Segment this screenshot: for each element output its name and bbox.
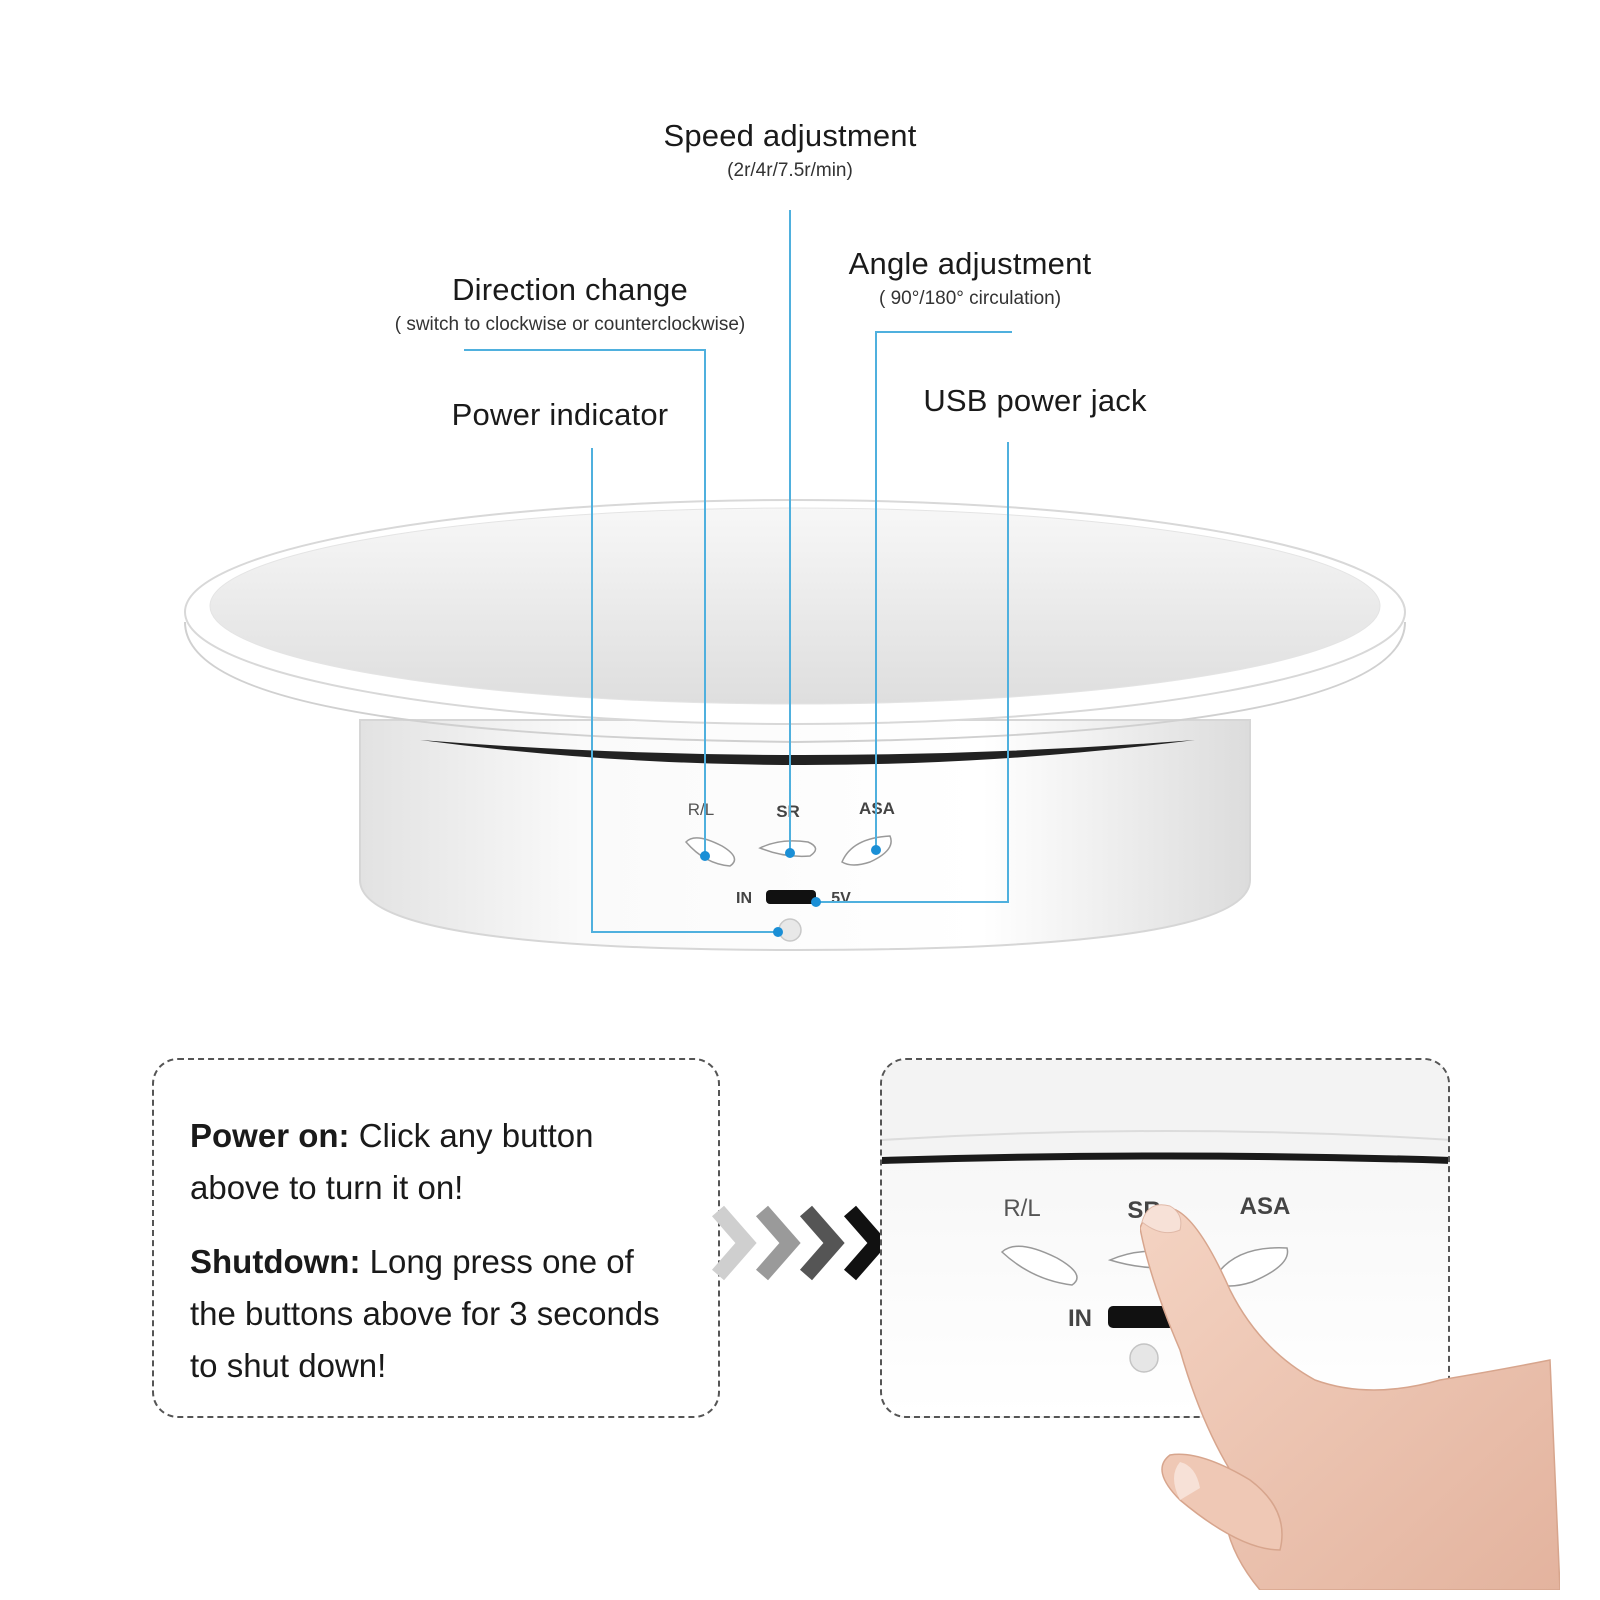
- zoom-label-asa: ASA: [1240, 1193, 1291, 1220]
- power-on-text: Click any button above to turn it on!: [190, 1117, 594, 1206]
- zoom-button-rl[interactable]: [1000, 1245, 1078, 1286]
- leader-line-angle: [875, 331, 1012, 850]
- shutdown-label: Shutdown:: [190, 1243, 361, 1280]
- callout-angle-title: Angle adjustment: [848, 246, 1092, 281]
- turntable-illustration: R/L SR ASA IN 5V: [184, 210, 1406, 952]
- leader-line-power-indicator: [591, 448, 778, 933]
- fingernail: [1141, 1204, 1182, 1234]
- callout-speed: Speed adjustment (2r/4r/7.5r/min): [650, 118, 930, 182]
- instruction-box: Power on: Click any button above to turn…: [152, 1058, 720, 1418]
- shutdown-instruction: Shutdown: Long press one of the buttons …: [190, 1236, 688, 1392]
- shutdown-text: Long press one of the buttons above for …: [190, 1243, 660, 1384]
- callout-power-indicator: Power indicator: [420, 397, 700, 433]
- usb-port: [766, 890, 816, 904]
- zoom-gap: [882, 1152, 1448, 1164]
- leader-line-usb: [816, 442, 1009, 903]
- leader-line-direction: [464, 349, 706, 855]
- power-on-instruction: Power on: Click any button above to turn…: [190, 1110, 688, 1214]
- zoom-button-asa[interactable]: [1210, 1247, 1289, 1287]
- label-sr: SR: [776, 802, 800, 821]
- leader-dots: [700, 845, 881, 937]
- callout-direction-sub: ( switch to clockwise or counterclockwis…: [394, 314, 746, 335]
- button-asa[interactable]: [841, 835, 892, 866]
- power-on-label: Power on:: [190, 1117, 350, 1154]
- callout-power-indicator-title: Power indicator: [451, 397, 669, 432]
- dot-rl: [700, 851, 710, 861]
- callout-direction: Direction change ( switch to clockwise o…: [340, 272, 800, 336]
- callout-speed-title: Speed adjustment: [663, 118, 917, 153]
- turntable-mirror-top: [209, 507, 1381, 705]
- chevron-1-icon: [712, 1205, 757, 1281]
- turntable-gap: [420, 740, 1195, 765]
- zoom-usb-port: [1108, 1306, 1182, 1328]
- dot-usb: [811, 897, 821, 907]
- callout-usb-title: USB power jack: [923, 383, 1147, 418]
- hand-pointer-icon: [1140, 1204, 1560, 1590]
- dot-power: [773, 927, 783, 937]
- chevron-4-icon: [843, 1205, 889, 1281]
- callout-speed-sub: (2r/4r/7.5r/min): [727, 160, 853, 181]
- zoom-label-in: IN: [1068, 1305, 1092, 1332]
- label-5v: 5V: [831, 890, 851, 907]
- dot-asa: [871, 845, 881, 855]
- zoom-label-rl: R/L: [1003, 1195, 1040, 1222]
- callout-angle-sub: ( 90°/180° circulation): [878, 288, 1062, 309]
- chevron-3-icon: [799, 1205, 845, 1281]
- turntable-base: [359, 719, 1251, 952]
- leader-lines: [464, 210, 1012, 933]
- label-rl: R/L: [688, 800, 714, 819]
- callout-angle: Angle adjustment ( 90°/180° circulation): [820, 246, 1120, 310]
- zoom-power-indicator-light: [1129, 1343, 1159, 1373]
- dot-sr: [785, 848, 795, 858]
- label-in: IN: [736, 890, 752, 907]
- callout-usb: USB power jack: [900, 383, 1170, 419]
- chevron-2-icon: [755, 1205, 801, 1281]
- callout-direction-title: Direction change: [452, 272, 688, 307]
- chevron-arrows-icon: [712, 1205, 889, 1281]
